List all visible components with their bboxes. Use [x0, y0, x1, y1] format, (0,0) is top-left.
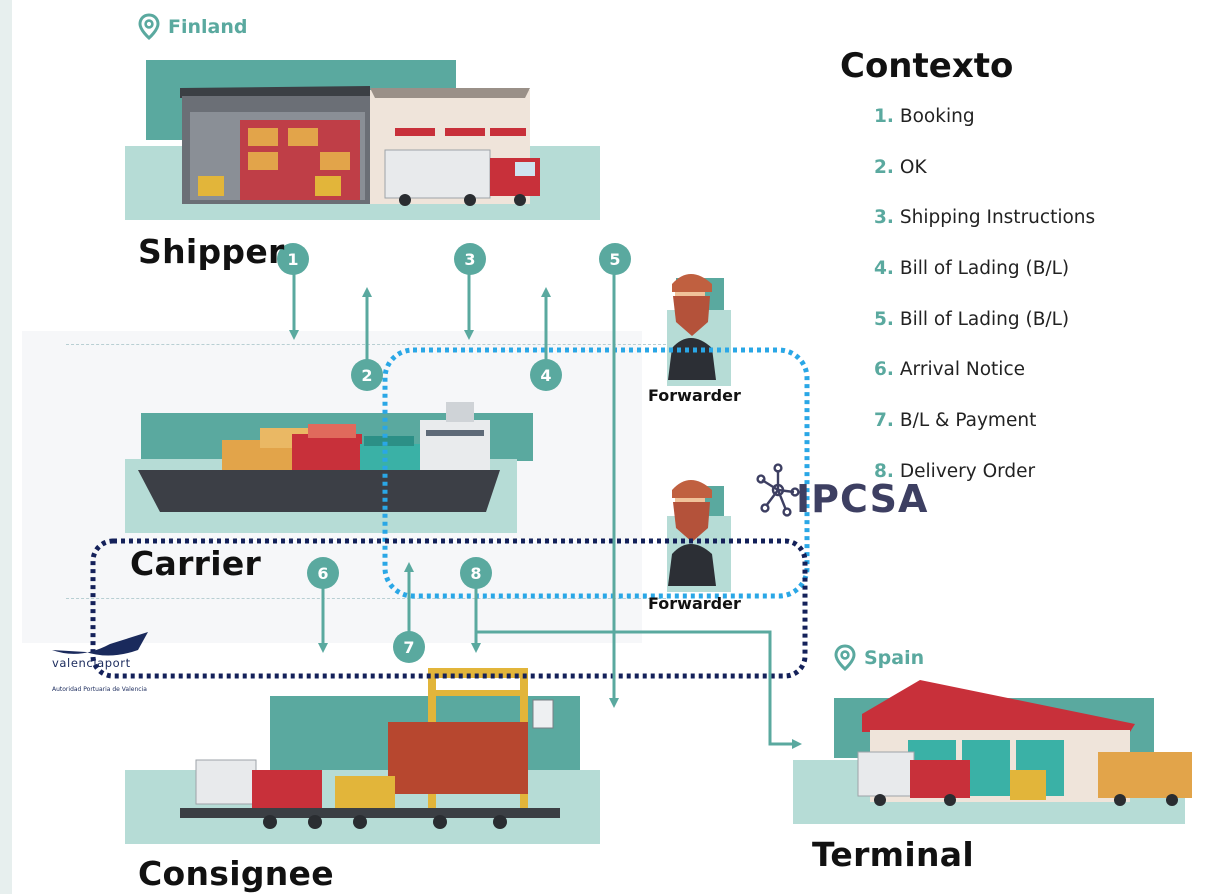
- context-item: 6.Arrival Notice: [874, 359, 1095, 410]
- context-item-label: Bill of Lading (B/L): [899, 258, 1070, 280]
- context-item-label: B/L & Payment: [899, 410, 1037, 432]
- origin-location: Finland: [138, 13, 247, 41]
- port-community-dotted-boundary: [90, 538, 808, 679]
- consignee-label: Consignee: [138, 854, 334, 893]
- context-item-number: 8.: [874, 460, 894, 482]
- badge-8-number: 8: [470, 564, 481, 583]
- badge-3-number: 3: [464, 250, 475, 269]
- forwarder-bottom-label: Forwarder: [648, 594, 741, 613]
- arrow-8-to-terminal: [476, 630, 802, 749]
- context-title: Contexto: [840, 46, 1014, 86]
- consignee-yard-illustration: [125, 668, 600, 844]
- shipper-label: Shipper: [138, 232, 285, 271]
- shipper-warehouse-illustration: [125, 60, 600, 220]
- badge-1: 1: [277, 243, 309, 275]
- terminal-illustration: [793, 680, 1192, 824]
- context-item: 5.Bill of Lading (B/L): [874, 309, 1095, 360]
- terminal-label: Terminal: [812, 835, 974, 874]
- location-pin-icon: [834, 644, 856, 672]
- band-divider-bottom: [66, 598, 666, 599]
- forwarder-bottom-avatar: [667, 480, 731, 592]
- destination-location: Spain: [834, 644, 924, 672]
- ipcsa-network-icon: [756, 463, 800, 517]
- badge-3: 3: [454, 243, 486, 275]
- valenciaport-wave-icon: [52, 632, 148, 656]
- context-item-number: 6.: [874, 359, 894, 381]
- context-item-number: 3.: [874, 207, 894, 229]
- context-item: 1.Booking: [874, 106, 1095, 157]
- badge-5: 5: [599, 243, 631, 275]
- context-item-number: 4.: [874, 258, 894, 280]
- context-item-label: Shipping Instructions: [899, 207, 1096, 229]
- context-item: 8.Delivery Order: [874, 461, 1095, 512]
- origin-location-label: Finland: [168, 16, 248, 38]
- badge-4: 4: [530, 359, 562, 391]
- badge-2-number: 2: [361, 366, 372, 385]
- badge-7-number: 7: [403, 638, 414, 657]
- context-item-label: Booking: [899, 106, 975, 127]
- context-item: 2.OK: [874, 157, 1095, 208]
- left-edge-strip: [0, 0, 12, 894]
- badge-1-number: 1: [287, 250, 298, 269]
- destination-location-label: Spain: [864, 647, 925, 669]
- badge-7: 7: [393, 631, 425, 663]
- forwarder-dotted-boundary: [382, 347, 810, 599]
- context-item-number: 2.: [874, 156, 894, 178]
- context-item-label: Arrival Notice: [899, 359, 1025, 381]
- carrier-ship-illustration: [125, 402, 533, 533]
- badge-6: 6: [307, 557, 339, 589]
- valenciaport-logo: valenciaport Autoridad Portuaria de Vale…: [50, 630, 160, 700]
- location-pin-icon: [138, 13, 160, 41]
- forwarder-top-label: Forwarder: [648, 386, 741, 405]
- context-item: 3.Shipping Instructions: [874, 207, 1095, 258]
- valenciaport-subtitle: Autoridad Portuaria de Valencia: [52, 686, 147, 693]
- badge-5-number: 5: [609, 250, 620, 269]
- valenciaport-wordmark: valenciaport: [52, 656, 131, 670]
- context-item-label: OK: [899, 156, 927, 178]
- context-item: 7.B/L & Payment: [874, 410, 1095, 461]
- context-item-label: Bill of Lading (B/L): [899, 308, 1070, 330]
- badge-6-number: 6: [317, 564, 328, 583]
- badge-8: 8: [460, 557, 492, 589]
- context-item-number: 5.: [874, 308, 894, 330]
- context-item-number: 7.: [874, 410, 894, 432]
- context-item: 4.Bill of Lading (B/L): [874, 258, 1095, 309]
- badge-4-number: 4: [540, 366, 551, 385]
- ipcsa-logo: IPCSA: [756, 462, 928, 518]
- context-list: 1.Booking 2.OK 3.Shipping Instructions 4…: [874, 106, 1095, 512]
- context-item-label: Delivery Order: [899, 460, 1036, 482]
- carrier-label: Carrier: [130, 544, 262, 583]
- badge-2: 2: [351, 359, 383, 391]
- ipcsa-wordmark: IPCSA: [796, 477, 929, 521]
- forwarder-top-avatar: [667, 274, 731, 386]
- context-item-number: 1.: [874, 106, 894, 127]
